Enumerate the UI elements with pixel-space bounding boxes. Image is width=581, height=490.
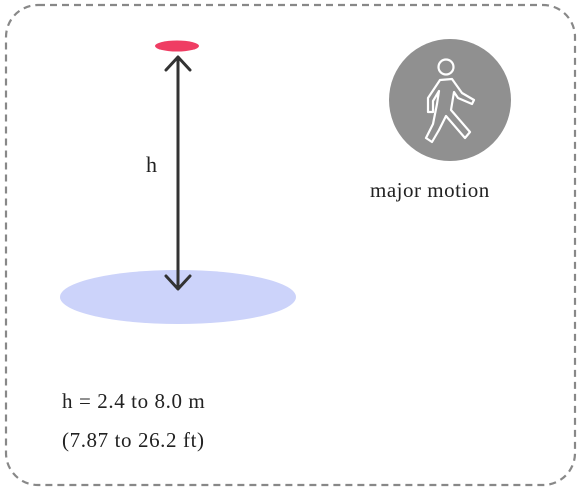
height-range-imperial: (7.87 to 26.2 ft) bbox=[62, 428, 205, 452]
height-arrow bbox=[164, 55, 192, 291]
height-label: h bbox=[146, 152, 157, 177]
dashed-border bbox=[4, 3, 577, 487]
coverage-area bbox=[60, 270, 296, 324]
motion-type-label: major motion bbox=[370, 178, 490, 202]
height-range-metric: h = 2.4 to 8.0 m bbox=[62, 389, 206, 413]
walking-person-icon bbox=[389, 39, 511, 161]
sensor-marker bbox=[155, 40, 199, 52]
